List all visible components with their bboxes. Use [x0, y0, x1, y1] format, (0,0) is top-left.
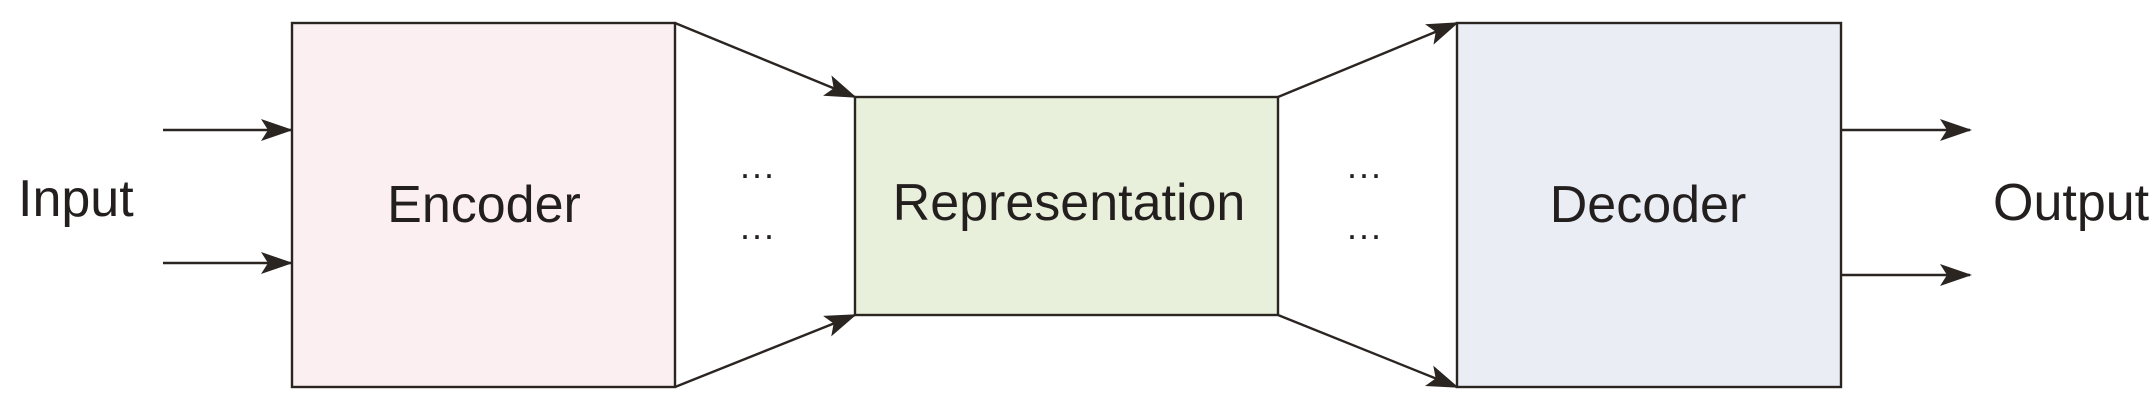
left-ellipsis-bottom: ...: [740, 206, 776, 247]
left-ellipsis-top: ...: [740, 145, 776, 186]
encoder-to-representation-arrow-top: [674, 21, 857, 99]
encoder-to-representation-arrow-bottom: [674, 313, 857, 389]
representation-box: [853, 95, 1280, 317]
decoder-label: Decoder: [1550, 176, 1747, 234]
decoder-box: [1455, 21, 1843, 389]
representation-label: Representation: [893, 174, 1246, 232]
right-ellipsis-bottom: ...: [1347, 206, 1383, 247]
output-label: Output: [1993, 174, 2150, 232]
encoder-label: Encoder: [387, 176, 581, 234]
representation-to-decoder-arrow-bottom: [1277, 313, 1459, 389]
input-label: Input: [18, 170, 134, 228]
encoder-box: [290, 21, 677, 389]
right-ellipsis-top: ...: [1347, 145, 1383, 186]
representation-to-decoder-arrow-top: [1277, 21, 1459, 99]
